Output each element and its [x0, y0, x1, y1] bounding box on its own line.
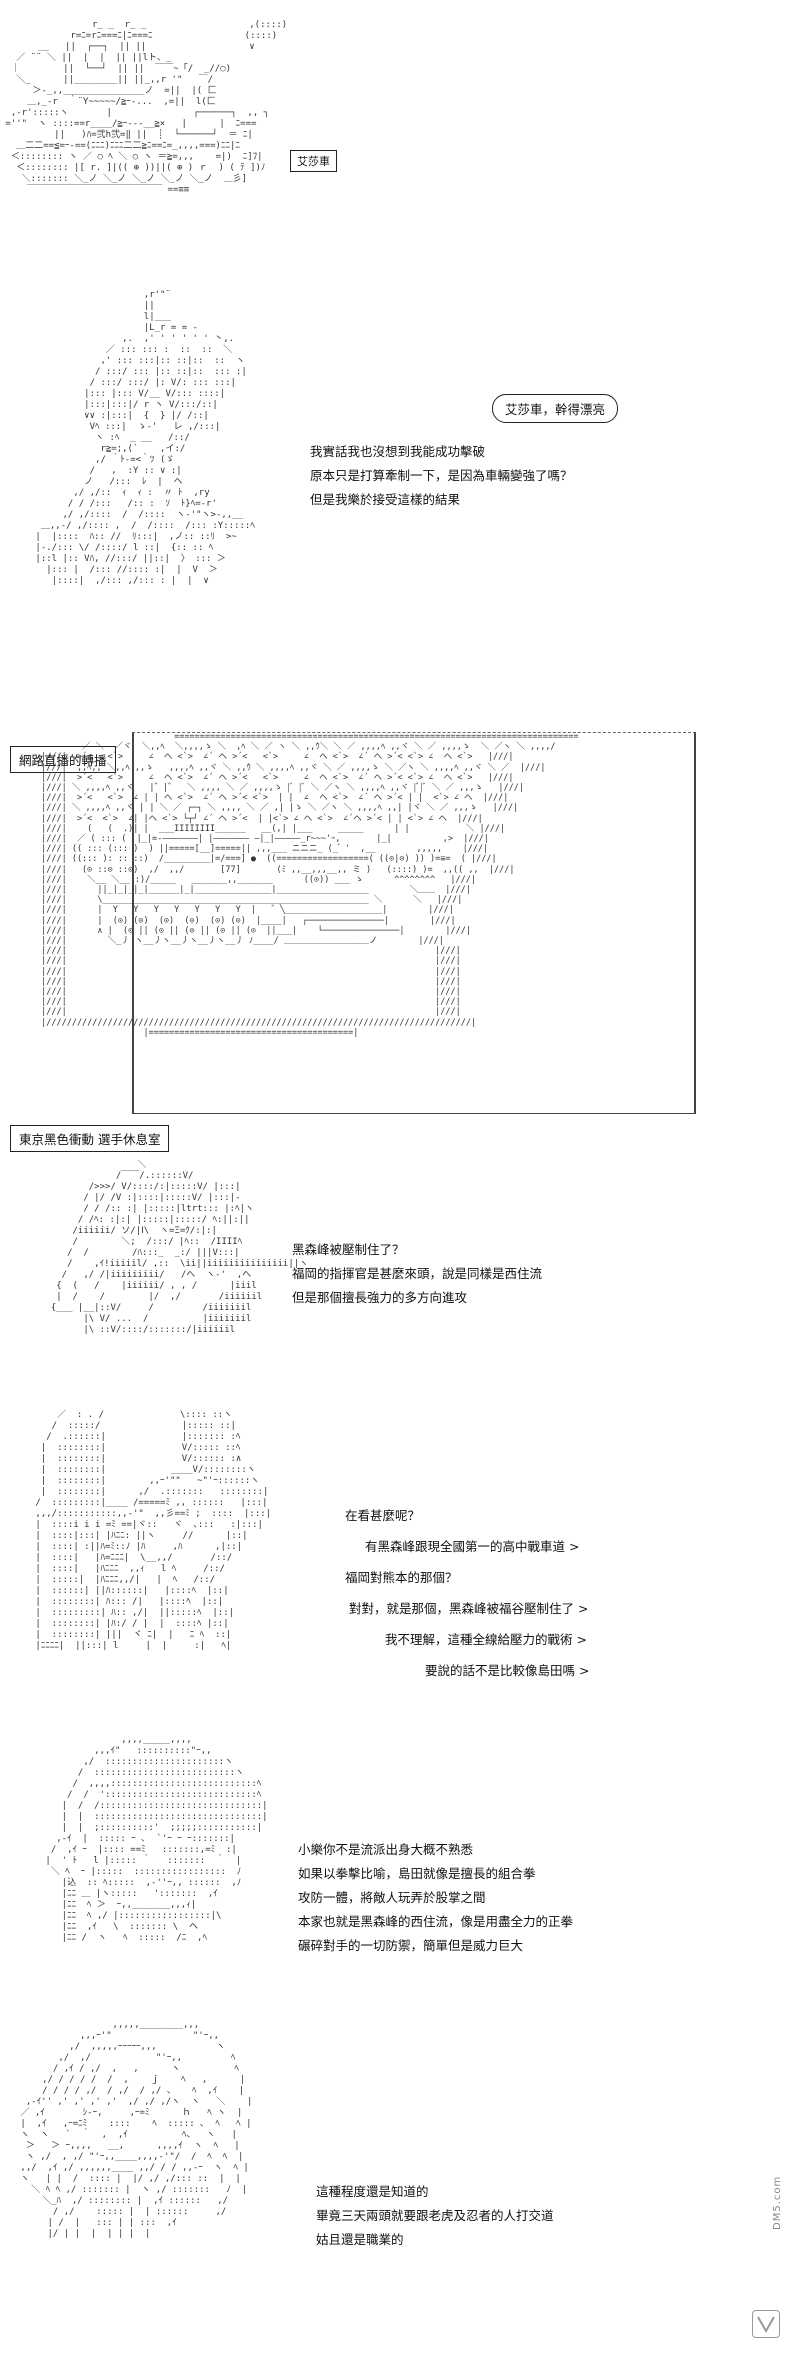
dialogue-block-1: 我實話我也沒想到我能成功擊破 原本只是打算牽制一下，是因為車輛變強了嗎？ 但是我… — [310, 440, 573, 512]
dialogue-block-5: 這種程度還是知道的 畢竟三天兩頭就要跟老虎及忍者的人打交道 姑且還是職業的 — [316, 2180, 554, 2252]
tank-tag: 艾莎車 — [290, 150, 337, 172]
section-label-text: 東京黑色衝動 選手休息室 — [19, 1132, 161, 1147]
dialogue-line: 對對，就是那個，黑森峰被福谷壓制住了 > — [349, 1601, 589, 1616]
dialogue-line: 我不理解，這種全線給壓力的戰術 > — [385, 1632, 587, 1647]
dialogue-line: 如果以拳擊比喻，島田就像是擅長的組合拳 — [298, 1866, 536, 1881]
character-ascii-art-4: ,,,,_____,,,, ,,,ｲ" ::::::::::"ｰ,, ,/ ::… — [45, 1735, 268, 1943]
character-ascii-art-1: ,r'"¨ || l|___ |L_r = = - ,. ,' ' ' ' ' … — [35, 290, 255, 586]
speech-bubble: 艾莎車，幹得漂亮 — [492, 394, 619, 423]
dialogue-block-4: 小樂你不是流派出身大概不熟悉 如果以拳擊比喻，島田就像是擅長的組合拳 攻防一體，… — [298, 1838, 573, 1958]
logo-icon — [757, 2316, 775, 2334]
character-ascii-art-3: ／ : . / \:::: ::ヽ / :::::/ |::::: ::| / … — [35, 1410, 272, 1651]
section-label-text: 網路直播的轉播 — [19, 753, 107, 768]
dialogue-line: 這種程度還是知道的 — [316, 2184, 429, 2199]
dialogue-line: 本家也就是黑森峰的西住流，像是用盡全力的正拳 — [298, 1914, 574, 1929]
dialogue-line: 但是那個擅長強力的多方向進攻 — [292, 1290, 468, 1305]
dialogue-line: 攻防一體，將敵人玩弄於股掌之間 — [298, 1890, 486, 1905]
dialogue-line: 但是我樂於接受這樣的結果 — [310, 492, 461, 507]
dialogue-line: 福岡的指揮官是甚麼來頭，說是同樣是西住流 — [292, 1266, 543, 1281]
dialogue-line: 姑且還是職業的 — [316, 2232, 404, 2247]
dialogue-line: 有黑森峰跟現全國第一的高中戰車道 > — [365, 1539, 580, 1554]
dialogue-line: 畢竟三天兩頭就要跟老虎及忍者的人打交道 — [316, 2208, 554, 2223]
dialogue-line: 我實話我也沒想到我能成功擊破 — [310, 444, 486, 459]
dialogue-line: 碾碎對手的一切防禦，簡單但是威力巨大 — [298, 1938, 524, 1953]
dialogue-line: 在看甚麼呢？ — [345, 1508, 421, 1523]
dialogue-line: 小樂你不是流派出身大概不熟悉 — [298, 1842, 474, 1857]
character-ascii-art-2: ＼ /￣￣/.::::::V/ />>>/ V/::::/:|:::::V/ |… — [50, 1160, 309, 1335]
stream-frame — [132, 732, 696, 1114]
section-label-stream: 網路直播的轉播 — [10, 746, 116, 773]
dialogue-line: 要說的話不是比較像島田嗎 > — [425, 1663, 590, 1678]
dialogue-line: 福岡對熊本的那個？ — [345, 1570, 458, 1585]
tank-tag-text: 艾莎車 — [297, 155, 330, 168]
watermark-logo-icon — [752, 2310, 780, 2338]
watermark-text: DM5.com — [772, 2175, 783, 2230]
dialogue-block-2: 黑森峰被壓制住了？ 福岡的指揮官是甚麼來頭，說是同樣是西住流 但是那個擅長強力的… — [292, 1238, 542, 1310]
watermark: DM5.com — [772, 2176, 783, 2230]
section-label-breakroom: 東京黑色衝動 選手休息室 — [10, 1125, 170, 1152]
dialogue-block-3: 在看甚麼呢？ 有黑森峰跟現全國第一的高中戰車道 > 福岡對熊本的那個？ 對對，就… — [345, 1500, 589, 1686]
dialogue-line: 黑森峰被壓制住了？ — [292, 1242, 405, 1257]
stream-ascii-art: ========================================… — [41, 732, 579, 1038]
character-ascii-art-5: ,,,,,________,,, ,,,ｰ'" "'ｰ,, ,/ ,,,,,ｰｰ… — [20, 2020, 253, 2239]
dialogue-line: 原本只是打算牽制一下，是因為車輛變強了嗎？ — [310, 468, 573, 483]
speech-bubble-text: 艾莎車，幹得漂亮 — [505, 402, 606, 417]
tank-ascii-art: r_ _ r_ _ ,(::::) r=ﾆ=rﾆ===ﾆ|ﾆ===ﾆ (::::… — [5, 20, 288, 195]
